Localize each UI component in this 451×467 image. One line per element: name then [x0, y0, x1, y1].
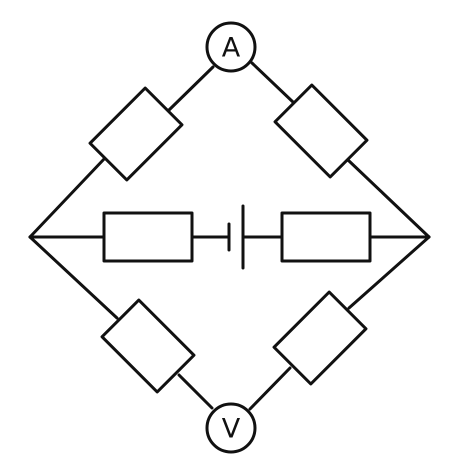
resistor-lower-left — [100, 298, 196, 394]
wire-upper-left-resistor-to-ammeter — [166, 65, 215, 113]
wire-lower-right-resistor-to-right — [347, 235, 431, 310]
ammeter-label: A — [222, 33, 241, 64]
resistor-middle-left — [102, 211, 194, 263]
ammeter: A — [205, 21, 257, 73]
voltmeter: V — [205, 402, 257, 454]
wire-ammeter-to-upper-right-resistor — [250, 61, 296, 105]
resistor-middle-right — [280, 211, 372, 263]
wire-upper-right-resistor-to-right — [346, 158, 431, 239]
wire-lower-left-resistor-to-voltmeter — [177, 373, 214, 410]
wire-voltmeter-to-lower-right-resistor — [248, 366, 292, 411]
wire-left-to-lower-left-resistor — [28, 235, 119, 320]
voltmeter-label: V — [222, 414, 241, 445]
ammeter-circle — [205, 21, 257, 73]
wire-left-to-upper-left-resistor — [28, 156, 107, 239]
voltmeter-circle — [205, 402, 257, 454]
resistor-upper-right — [273, 83, 369, 179]
resistor-upper-left — [88, 86, 184, 182]
resistor-lower-right — [272, 290, 368, 386]
